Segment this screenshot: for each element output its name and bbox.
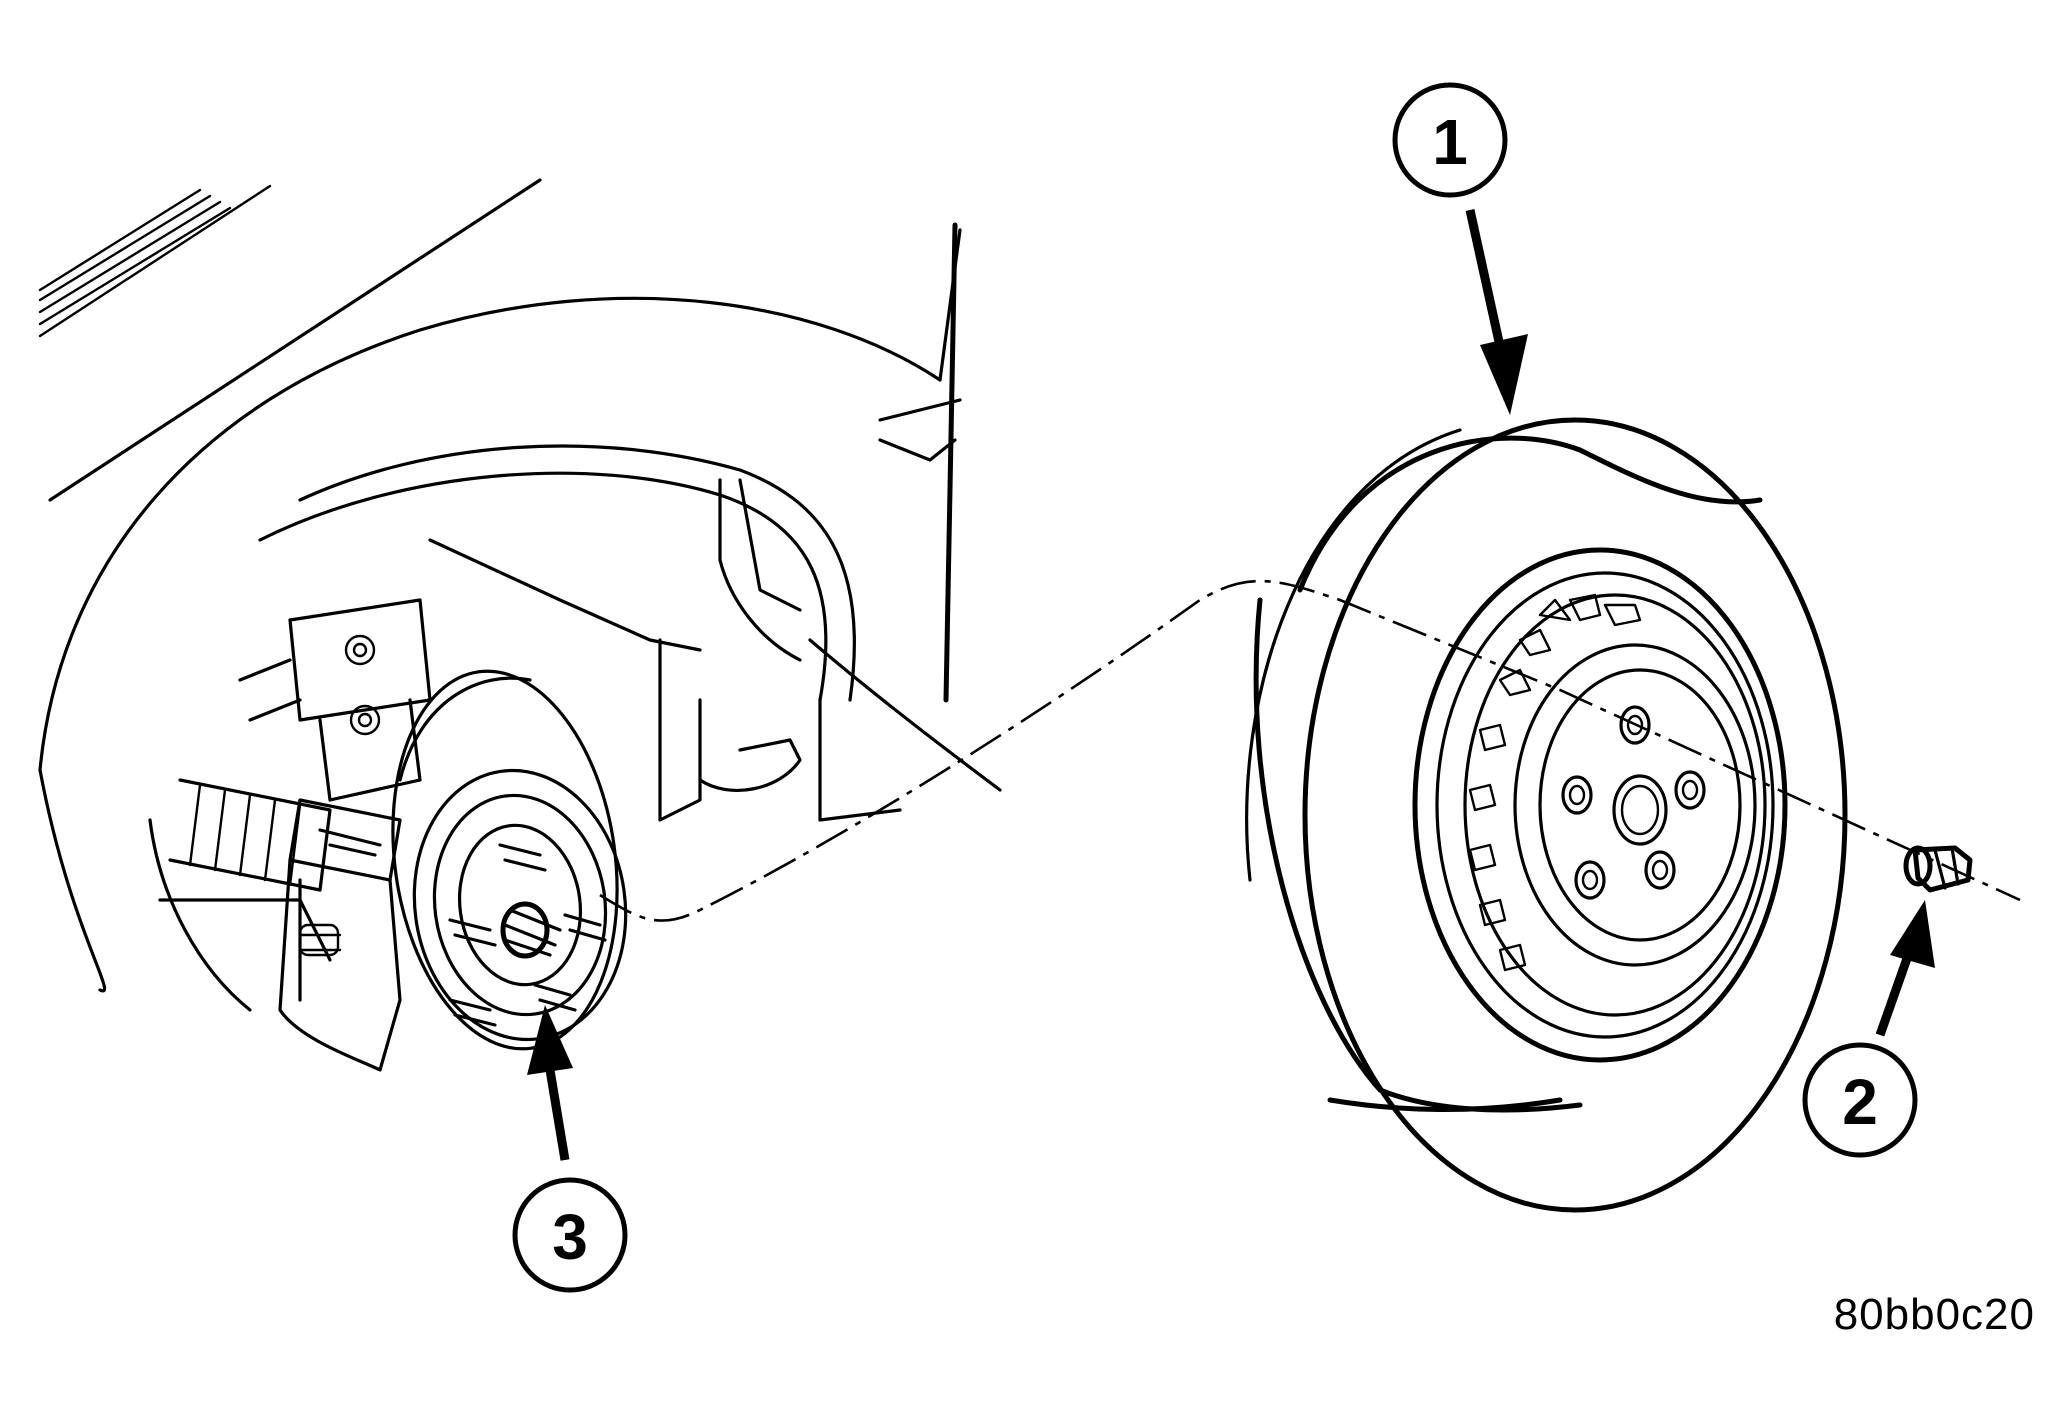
svg-text:2: 2 — [1842, 1066, 1878, 1138]
svg-text:3: 3 — [552, 1201, 588, 1273]
brake-caliper — [278, 798, 402, 1072]
wheel-studs — [448, 843, 607, 1027]
callout-1: 1 — [1392, 82, 1528, 415]
figure-id-label: 80bb0c20 — [1833, 1290, 2035, 1339]
tire-wheel-assembly — [1245, 417, 1848, 1213]
svg-text:1: 1 — [1432, 106, 1468, 178]
vehicle-fender — [38, 178, 1002, 1012]
lug-holes — [1561, 705, 1706, 900]
alignment-centerline — [599, 579, 2021, 922]
wheel-vent-slots — [1468, 593, 1642, 972]
brake-rotor-hub — [391, 669, 628, 1051]
lug-nut — [1903, 845, 1973, 893]
callout-2: 2 — [1802, 900, 1935, 1158]
callout-3: 3 — [512, 1005, 628, 1293]
